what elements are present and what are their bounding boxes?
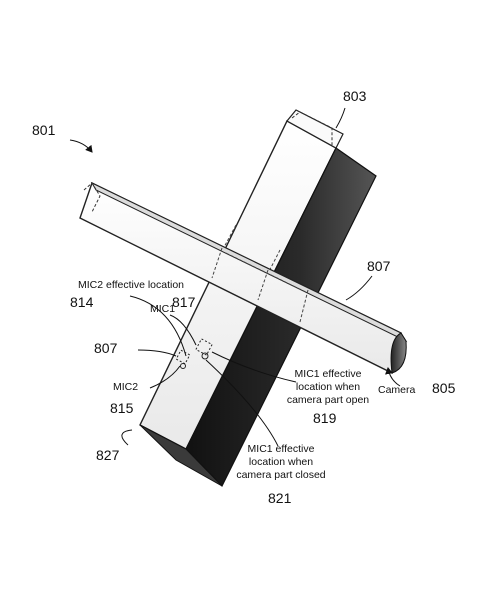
leader-807-left [137, 349, 177, 357]
ref-814: 814 [70, 294, 94, 310]
mic2-effective-location-label: MIC2 effective location [78, 279, 185, 291]
mic1-open-line2: location when [295, 381, 361, 393]
mic1-open-line1: MIC1 effective [294, 368, 362, 380]
ref-827: 827 [96, 447, 120, 463]
camera-label: Camera [378, 384, 416, 396]
leader-mic2 [149, 365, 181, 389]
ref-819: 819 [313, 410, 337, 426]
leader-lines [69, 107, 401, 447]
ref-803: 803 [343, 88, 367, 104]
figure-number: 801 [32, 122, 56, 138]
leader-814 [129, 295, 187, 357]
mic1-open-label: MIC1 effective location when camera part… [276, 368, 380, 407]
ref-805: 805 [432, 380, 456, 396]
leader-827 [121, 429, 133, 446]
leader-807-right [345, 275, 373, 301]
ref-815: 815 [110, 400, 134, 416]
mic2-label: MIC2 [113, 381, 139, 393]
mic1-closed-line3: camera part closed [236, 469, 326, 481]
ref-807-left: 807 [94, 340, 118, 356]
leader-803 [335, 107, 346, 129]
leader-camera [385, 367, 401, 387]
mic1-closed-line2: location when [248, 456, 314, 468]
ref-821: 821 [268, 490, 292, 506]
leader-mic1 [169, 314, 197, 346]
ref-807-right: 807 [367, 258, 391, 274]
mic1-open-line3: camera part open [286, 394, 370, 406]
mic1-closed-label: MIC1 effective location when camera part… [226, 443, 336, 482]
fig-arrow [69, 139, 93, 153]
mic1-label: MIC1 [150, 303, 176, 315]
mic1-closed-line1: MIC1 effective [247, 443, 315, 455]
leader-821 [205, 359, 279, 447]
ref-817: 817 [172, 294, 196, 310]
leader-819 [211, 351, 297, 383]
